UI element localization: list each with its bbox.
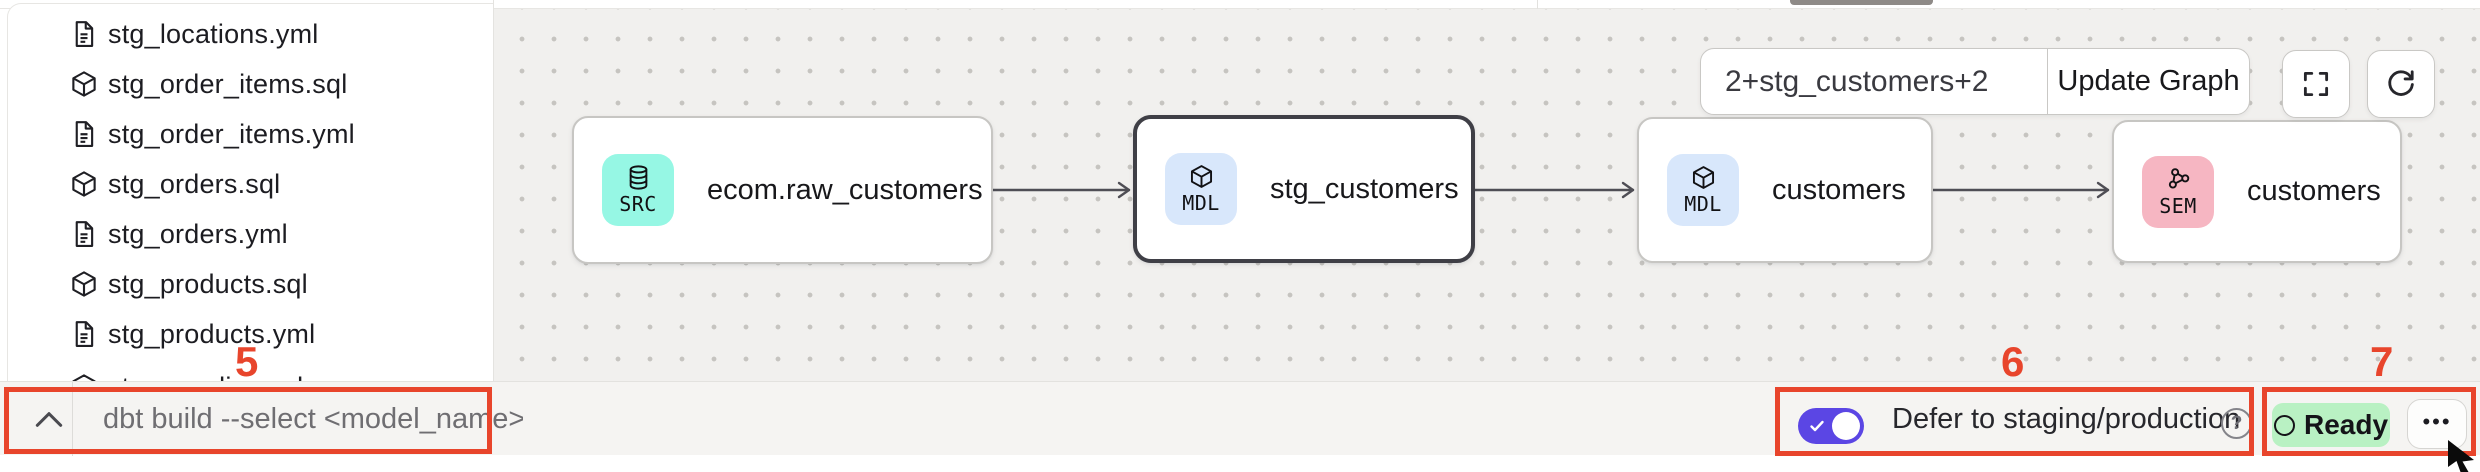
collapse-panel-button[interactable]: [24, 394, 74, 444]
badge-label: MDL: [1182, 191, 1220, 215]
model-cube-icon: [1692, 166, 1714, 189]
scroll-indicator-bar[interactable]: [1790, 0, 1933, 5]
refresh-button[interactable]: [2367, 50, 2435, 118]
lineage-node-customers-semantic[interactable]: SEM customers: [2112, 120, 2402, 263]
file-row-stg-orders-yml[interactable]: stg_orders.yml: [8, 209, 493, 259]
model-cube-icon: [69, 169, 99, 199]
badge-label: MDL: [1684, 192, 1722, 216]
file-name: stg_supplies.sql: [108, 372, 303, 382]
top-strip: [0, 0, 2480, 9]
lineage-node-stg-customers[interactable]: MDL stg_customers: [1133, 115, 1475, 263]
fullscreen-icon: [2303, 71, 2329, 97]
file-name: stg_order_items.yml: [108, 118, 355, 149]
lineage-node-customers-model[interactable]: MDL customers: [1637, 117, 1933, 263]
dbt-command-input[interactable]: [103, 397, 523, 441]
status-badge[interactable]: Ready: [2272, 403, 2390, 447]
file-row-stg-products-sql[interactable]: stg_products.sql: [8, 259, 493, 309]
file-name: stg_products.sql: [108, 268, 308, 299]
file-tree-panel: stg_locations.yml stg_order_items.sql st…: [7, 3, 493, 381]
edge-source-to-stg-customers: [993, 181, 1131, 199]
model-cube-icon: [1190, 165, 1212, 188]
overflow-menu-button[interactable]: •••: [2407, 399, 2467, 449]
check-icon: [1810, 420, 1824, 432]
edge-stg-customers-to-customers: [1475, 181, 1635, 199]
file-row-stg-locations-yml[interactable]: stg_locations.yml: [8, 9, 493, 59]
source-badge: SRC: [602, 154, 674, 226]
document-icon: [69, 219, 99, 249]
database-icon: [629, 165, 647, 190]
node-label: customers: [1772, 173, 1906, 206]
edge-customers-to-semantic: [1933, 181, 2110, 199]
document-icon: [69, 119, 99, 149]
badge-label: SRC: [619, 192, 657, 216]
chevron-up-icon: [35, 411, 63, 427]
help-icon[interactable]: ?: [2221, 408, 2252, 439]
pane-divider: [1537, 0, 1538, 9]
document-icon: [69, 19, 99, 49]
lineage-canvas[interactable]: SRC ecom.raw_customers MDL stg_customers…: [493, 9, 2480, 381]
node-label: stg_customers: [1270, 172, 1459, 205]
help-glyph: ?: [2230, 412, 2243, 434]
file-name: stg_products.yml: [108, 318, 316, 349]
model-cube-icon: [69, 372, 99, 381]
defer-toggle[interactable]: [1798, 408, 1864, 444]
bottom-command-bar: Defer to staging/production ? Ready •••: [0, 381, 2480, 456]
command-bar-divider: [72, 382, 73, 456]
fullscreen-button[interactable]: [2282, 50, 2350, 118]
file-name: stg_orders.sql: [108, 168, 281, 199]
lineage-node-source-raw-customers[interactable]: SRC ecom.raw_customers: [572, 116, 993, 264]
graph-selector-input[interactable]: [1701, 49, 2047, 114]
file-row-clipped[interactable]: stg_supplies.sql: [8, 362, 493, 381]
document-icon: [69, 319, 99, 349]
file-row-stg-orders-sql[interactable]: stg_orders.sql: [8, 159, 493, 209]
file-row-stg-products-yml[interactable]: stg_products.yml: [8, 309, 493, 359]
file-name: stg_locations.yml: [108, 18, 319, 49]
node-label: ecom.raw_customers: [707, 173, 983, 206]
refresh-icon: [2388, 70, 2414, 96]
model-cube-icon: [69, 69, 99, 99]
model-badge: MDL: [1165, 153, 1237, 225]
file-row-stg-order-items-yml[interactable]: stg_order_items.yml: [8, 109, 493, 159]
model-cube-icon: [69, 269, 99, 299]
file-name: stg_orders.yml: [108, 218, 288, 249]
file-name: stg_order_items.sql: [108, 68, 348, 99]
model-badge: MDL: [1667, 154, 1739, 226]
file-row-stg-order-items-sql[interactable]: stg_order_items.sql: [8, 59, 493, 109]
graph-selector-group: Update Graph: [1700, 48, 2250, 115]
defer-toggle-label: Defer to staging/production: [1892, 403, 2241, 435]
badge-label: SEM: [2159, 193, 2197, 218]
status-circle-icon: [2273, 414, 2295, 436]
semantic-model-badge: SEM: [2142, 155, 2214, 228]
update-graph-button[interactable]: Update Graph: [2047, 49, 2249, 114]
status-label: Ready: [2303, 409, 2389, 440]
ellipsis-icon: •••: [2422, 409, 2452, 434]
semantic-network-icon: [2168, 167, 2189, 189]
toggle-knob: [1832, 412, 1860, 440]
node-label: customers: [2247, 175, 2381, 207]
